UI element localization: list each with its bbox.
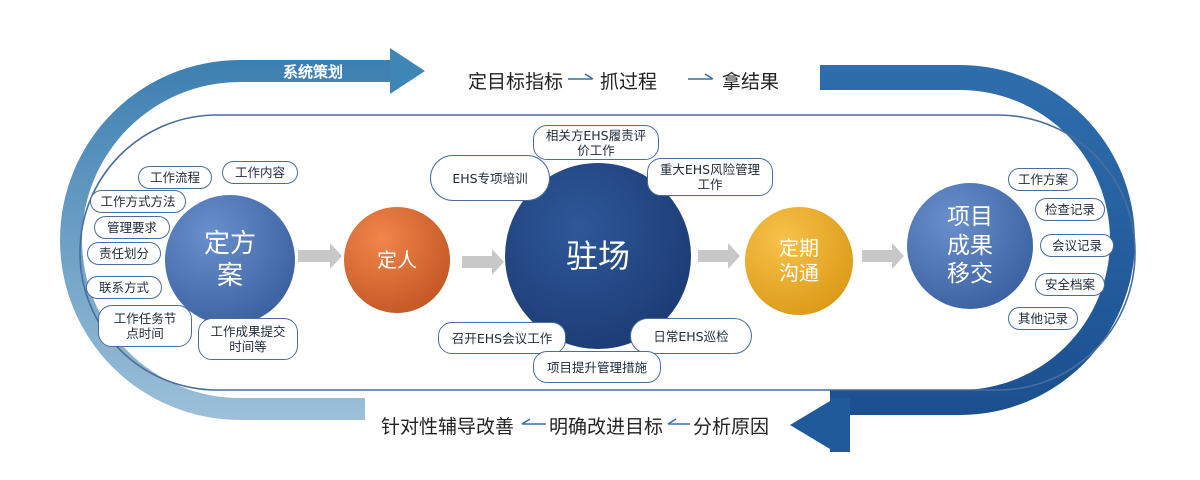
left-item-1: 工作流程 [138,166,212,189]
bottom-flow-step-1: 针对性辅导改善 [381,416,515,438]
right-item-4: 安全档案 [1035,273,1105,296]
track-outline [79,114,1136,391]
right-item-3: 会议记录 [1040,234,1114,257]
right-item-1: 工作方案 [1008,168,1078,191]
center-item-6: 项目提升管理措施 [533,351,661,383]
center-item-5: 日常EHS巡检 [630,318,752,354]
top-flow-step-2: 抓过程 [600,71,658,93]
top-flow-step-3: 拿结果 [722,71,780,93]
left-item-8: 工作成果提交 时间等 [198,318,298,360]
circle-plan: 定方 案 [165,195,295,325]
bottom-flow-step-3: 分析原因 [693,416,770,438]
circle-handover: 项目 成果 移交 [907,183,1033,309]
bottom-flow-step-2: 明确改进目标 [549,416,664,438]
right-item-2: 检查记录 [1035,198,1105,221]
left-item-3: 工作方式方法 [90,190,186,213]
left-item-7: 工作任务节 点时间 [98,305,192,347]
top-arrow-head [390,48,425,94]
circle-assign: 定人 [344,207,450,313]
center-item-4: 召开EHS会议工作 [438,322,566,354]
bottom-arrow-head [790,398,835,452]
top-flow-step-1: 定目标指标 [468,71,564,93]
bottom-arrow-label: 持续改进 [850,417,911,435]
center-item-1: 相关方EHS履责评 价工作 [533,125,659,160]
center-item-2: EHS专项培训 [430,155,550,201]
connector-arrows [298,243,904,275]
circle-communicate: 定期 沟通 [745,207,853,315]
center-item-3: 重大EHS风险管理 工作 [647,158,773,196]
top-arrow-label: 系统策划 [283,63,344,81]
left-item-5: 责任划分 [87,242,161,265]
left-item-6: 联系方式 [86,276,162,299]
left-item-2: 工作内容 [222,161,298,184]
right-item-5: 其他记录 [1008,307,1078,330]
left-item-4: 管理要求 [94,216,170,239]
